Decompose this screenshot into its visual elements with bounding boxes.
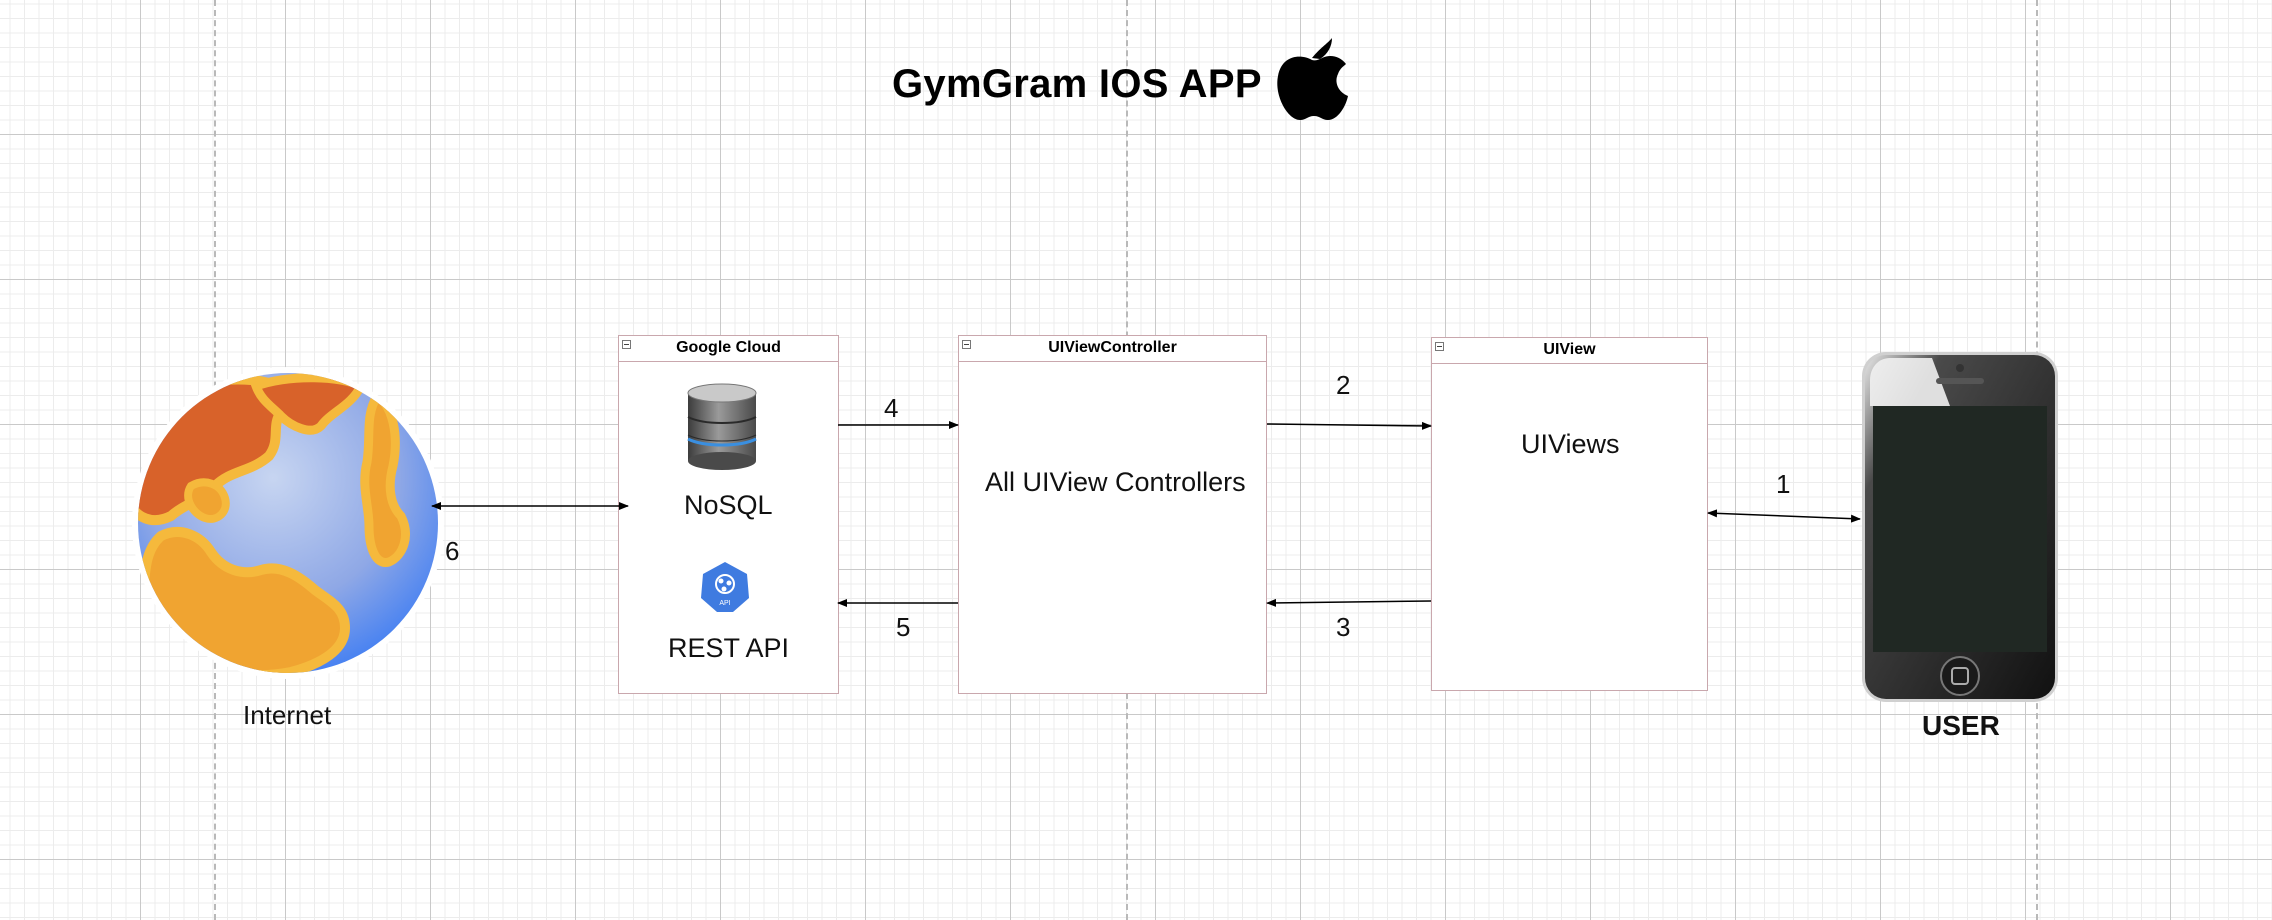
uiview-body-label: UIViews (1521, 429, 1620, 459)
internet-label: Internet (243, 700, 332, 730)
uiview-title: UIView (1543, 341, 1596, 358)
uiviewcontroller-body-label: All UIView Controllers (985, 467, 1246, 497)
collapse-toggle-icon[interactable] (962, 340, 971, 349)
edge-label-4: 4 (884, 393, 899, 423)
nosql-label: NoSQL (684, 490, 773, 520)
uiviewcontroller-title: UIViewController (1048, 339, 1177, 356)
rest-api-label: REST API (668, 633, 790, 663)
iphone-device-icon (1862, 352, 2058, 702)
google-cloud-header: Google Cloud (619, 336, 838, 362)
rest-api-badge-icon: API (701, 562, 749, 612)
edge-uiview-user (1707, 509, 1861, 523)
edge-label-2: 2 (1336, 370, 1351, 400)
collapse-toggle-icon[interactable] (622, 340, 631, 349)
collapse-toggle-icon[interactable] (1435, 342, 1444, 351)
uiviewcontroller-container[interactable]: UIViewController (958, 335, 1267, 694)
edge-controller-to-uiview (1266, 421, 1432, 430)
uiview-header: UIView (1432, 338, 1707, 364)
diagram-title: GymGram IOS APP (892, 62, 1262, 106)
edge-label-5: 5 (896, 612, 911, 642)
uiviewcontroller-header: UIViewController (959, 336, 1266, 362)
nosql-database-icon (687, 383, 757, 470)
uiview-container[interactable]: UIView (1431, 337, 1708, 691)
user-label: USER (1922, 710, 2000, 741)
api-badge-text: API (719, 600, 730, 607)
edge-label-1: 1 (1776, 469, 1791, 499)
edge-label-3: 3 (1336, 612, 1351, 642)
edge-label-6: 6 (445, 536, 460, 566)
edge-uiview-to-controller (1266, 598, 1432, 607)
apple-logo-icon (1277, 38, 1348, 120)
google-cloud-title: Google Cloud (676, 339, 781, 356)
internet-globe-icon (132, 367, 444, 679)
